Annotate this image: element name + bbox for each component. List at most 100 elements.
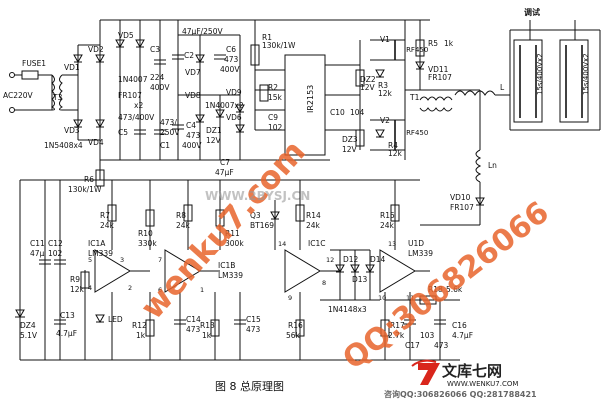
label-c3-unit: 400V <box>150 83 170 92</box>
label-dz3: DZ3 <box>342 135 358 144</box>
pin-10: 10 <box>378 294 386 302</box>
label-r14-value: 24k <box>306 221 321 230</box>
pin-1: 1 <box>200 286 204 294</box>
label-c1: C1 <box>160 141 170 150</box>
label-c6: C6 <box>226 45 236 54</box>
pin-2: 2 <box>128 284 132 292</box>
pin-11: 11 <box>406 294 414 302</box>
label-r6: R6 <box>84 175 94 184</box>
logo-text: 文库七网 <box>442 362 502 380</box>
label-c17b: 473 <box>434 341 449 350</box>
label-d12: D12 <box>343 255 359 264</box>
label-c5: C5 <box>118 128 128 137</box>
label-c6-unit: 400V <box>220 65 240 74</box>
pin-14: 14 <box>278 240 286 248</box>
figure-caption: 图 8 总原理图 <box>215 379 284 393</box>
label-c10: C10 <box>330 108 345 117</box>
label-d14: D14 <box>370 255 386 264</box>
label-vd11: VD11 <box>428 65 449 74</box>
label-c13-value: 4.7μF <box>56 329 77 338</box>
label-led: LED <box>108 315 123 324</box>
label-r9-value: 12k <box>70 285 85 294</box>
label-r10: R10 <box>138 229 153 238</box>
label-r8-value: 24k <box>176 221 191 230</box>
label-c12-value: 102 <box>48 249 63 258</box>
label-diodes: 1N4148x3 <box>328 305 367 314</box>
label-lamp1: 15s/400Vx2 <box>536 53 544 95</box>
label-dz1: DZ1 <box>206 126 222 135</box>
label-d13: D13 <box>352 275 368 284</box>
label-vd5: VD5 <box>118 31 134 40</box>
label-ic1a-value: LM339 <box>88 249 113 258</box>
logo-mark-icon <box>418 363 440 385</box>
component-symbols <box>15 39 583 337</box>
label-ic1a: IC1A <box>88 239 106 248</box>
label-r8: R8 <box>176 211 186 220</box>
label-c7: C7 <box>220 158 230 167</box>
label-vd3: VD3 <box>64 126 80 135</box>
label-vd7: VD7 <box>185 68 201 77</box>
pin-12: 12 <box>326 256 334 264</box>
label-r3-value: 12k <box>378 89 393 98</box>
label-test: 调试 <box>524 7 540 17</box>
label-vd11-value: FR107 <box>428 73 452 82</box>
label-u1d-value: LM339 <box>408 249 433 258</box>
label-r4: R4 <box>388 141 398 150</box>
label-r9: R9 <box>70 275 80 284</box>
label-r10-value: 330k <box>138 239 157 248</box>
label-dz1-value: 12V <box>206 136 222 145</box>
label-r12: R12 <box>132 321 147 330</box>
label-r2: R2 <box>268 83 278 92</box>
label-r17: R17 <box>390 321 405 330</box>
pin-8: 8 <box>322 279 326 287</box>
label-c3: C3 <box>150 45 160 54</box>
label-v2: V2 <box>380 116 390 125</box>
label-c6-value: 473 <box>224 55 239 64</box>
pin-5: 5 <box>88 256 92 264</box>
label-r18: R18 <box>428 285 443 294</box>
label-r1-value: 130k/1W <box>262 41 296 50</box>
label-v1: V1 <box>380 35 390 44</box>
label-vd2: VD2 <box>88 45 104 54</box>
watermark-center: WWW.2BYSJ.CN <box>205 189 310 203</box>
label-c16-value: 4.7μF <box>452 331 473 340</box>
label-r11: R11 <box>225 229 240 238</box>
label-bridge: 1N5408x4 <box>44 141 83 150</box>
label-c10-value: 104 <box>350 108 365 117</box>
label-t1: T1 <box>409 93 420 102</box>
label-c15: C15 <box>246 315 261 324</box>
label-dz4-value: 5.1V <box>20 331 38 340</box>
label-ic: IR2153 <box>306 85 315 113</box>
label-c14: C14 <box>186 315 201 324</box>
label-r11-value: 300k <box>225 239 244 248</box>
label-c13: C13 <box>60 311 75 320</box>
label-r1: R1 <box>262 33 272 42</box>
label-vd1: VD1 <box>64 63 80 72</box>
label-r3: R3 <box>378 81 388 90</box>
label-fr107: FR107 <box>118 91 142 100</box>
footer-contact: 咨询QQ:306826066 QQ:281788421 <box>384 389 537 399</box>
label-dz2-value: 12V <box>360 83 376 92</box>
label-ln: Ln <box>488 161 497 170</box>
label-vd10: VD10 <box>450 193 471 202</box>
label-ac: AC220V <box>3 91 34 100</box>
wiring <box>9 19 601 361</box>
label-vd9: VD9 <box>226 88 242 97</box>
label-t3: T3 <box>52 93 63 102</box>
label-u1d: U1D <box>408 239 424 248</box>
label-c2: C2 <box>184 51 194 60</box>
label-lamp2: 15s/400Vx2 <box>582 53 590 95</box>
label-dz4: DZ4 <box>20 321 36 330</box>
label-c12: C12 <box>48 239 63 248</box>
label-1n4007: 1N4007 <box>118 75 148 84</box>
label-r13: R13 <box>200 321 215 330</box>
label-c2-value: 47μF/250V <box>182 27 223 36</box>
label-c1-value: 473/ <box>160 118 177 127</box>
label-r17-value: 2.7k <box>388 331 405 340</box>
logo: 文库七网 WWW.WENKU7.COM <box>411 359 518 388</box>
label-r15: R15 <box>380 211 395 220</box>
label-ic1b-value: LM339 <box>218 271 243 280</box>
label-c5-value: 473/400V <box>118 113 155 122</box>
label-r7-value: 24k <box>100 221 115 230</box>
label-vd10-value: FR107 <box>450 203 474 212</box>
